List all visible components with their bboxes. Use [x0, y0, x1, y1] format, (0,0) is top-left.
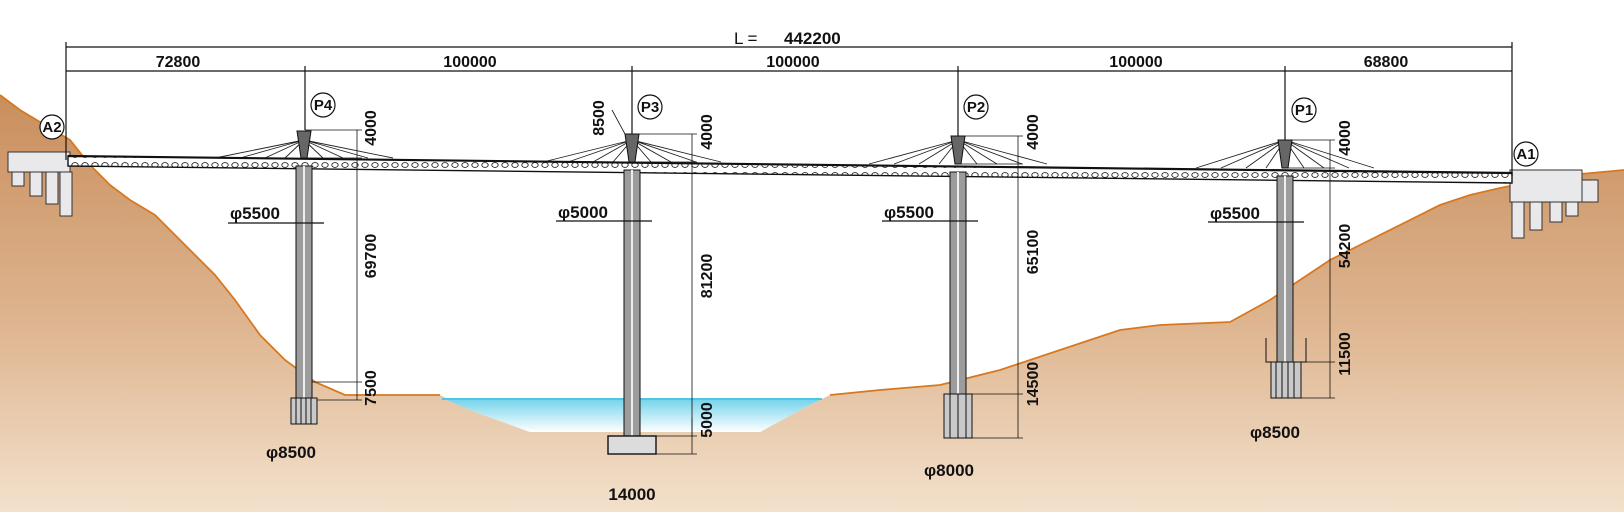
pier-p4-diameter: φ5500 [230, 204, 280, 223]
abutment-labels: A2 A1 [39, 114, 1539, 167]
abutment-a1 [1509, 169, 1599, 239]
terrain [0, 95, 1624, 512]
bridge-deck [67, 154, 1513, 184]
pier-p4 [290, 165, 318, 425]
overall-length-label: L = 442200 [734, 29, 841, 48]
abutment-a2 [7, 151, 73, 217]
pier-p1-base: φ8500 [1250, 423, 1300, 442]
span-labels: 72800 100000 100000 100000 68800 [156, 54, 1409, 71]
pier-p2-base: φ8000 [924, 461, 974, 480]
pier-p3-base: 14000 [608, 485, 655, 504]
pier-p3-tower-top: 8500 [591, 100, 608, 136]
pylons [296, 130, 1293, 169]
pier-dimension-labels: 4000 φ5500 69700 7500 φ8500 8500 4000 φ5… [230, 100, 1354, 504]
pier-p4-footing: 7500 [363, 370, 380, 406]
pier-p3-footing: 5000 [699, 402, 716, 438]
pier-label-p2: P2 [967, 99, 985, 116]
pier-p1-diameter: φ5500 [1210, 204, 1260, 223]
overall-dimension [65, 42, 1513, 176]
pier-p2 [943, 171, 973, 439]
pier-label-p4: P4 [314, 97, 333, 114]
span-label: 100000 [443, 54, 496, 71]
pier-p4-height: 69700 [363, 234, 380, 279]
pier-label-p3: P3 [641, 99, 659, 116]
svg-text:L =: L = [734, 29, 758, 48]
pier-p1-height: 54200 [1337, 224, 1354, 269]
pier-p1-tower-height: 4000 [1337, 120, 1354, 156]
span-label: 100000 [1109, 54, 1162, 71]
pier-p3-height: 81200 [699, 254, 716, 299]
abutment-label-a2: A2 [42, 119, 61, 136]
pier-label-p1: P1 [1295, 102, 1313, 119]
pier-p3 [607, 169, 657, 455]
stay-cables [214, 139, 1375, 169]
pier-p3-diameter: φ5000 [558, 203, 608, 222]
pier-p4-base: φ8500 [266, 443, 316, 462]
pier-p2-height: 65100 [1025, 230, 1042, 275]
pier-p3-tower-height: 4000 [699, 114, 716, 150]
span-label: 72800 [156, 54, 201, 71]
pier-p4-tower-height: 4000 [363, 110, 380, 146]
pier-p2-diameter: φ5500 [884, 203, 934, 222]
span-label: 100000 [766, 54, 819, 71]
pier-dimension-lines [228, 109, 1335, 455]
pier-p2-tower-height: 4000 [1025, 114, 1042, 150]
pier-p2-footing: 14500 [1025, 362, 1042, 407]
svg-text:442200: 442200 [784, 29, 841, 48]
pier-labels: P4 P3 P2 P1 [310, 92, 1317, 123]
span-label: 68800 [1364, 54, 1409, 71]
span-dimension-line [66, 66, 1512, 140]
abutment-label-a1: A1 [1516, 146, 1535, 163]
pier-p1-footing: 11500 [1337, 332, 1354, 376]
